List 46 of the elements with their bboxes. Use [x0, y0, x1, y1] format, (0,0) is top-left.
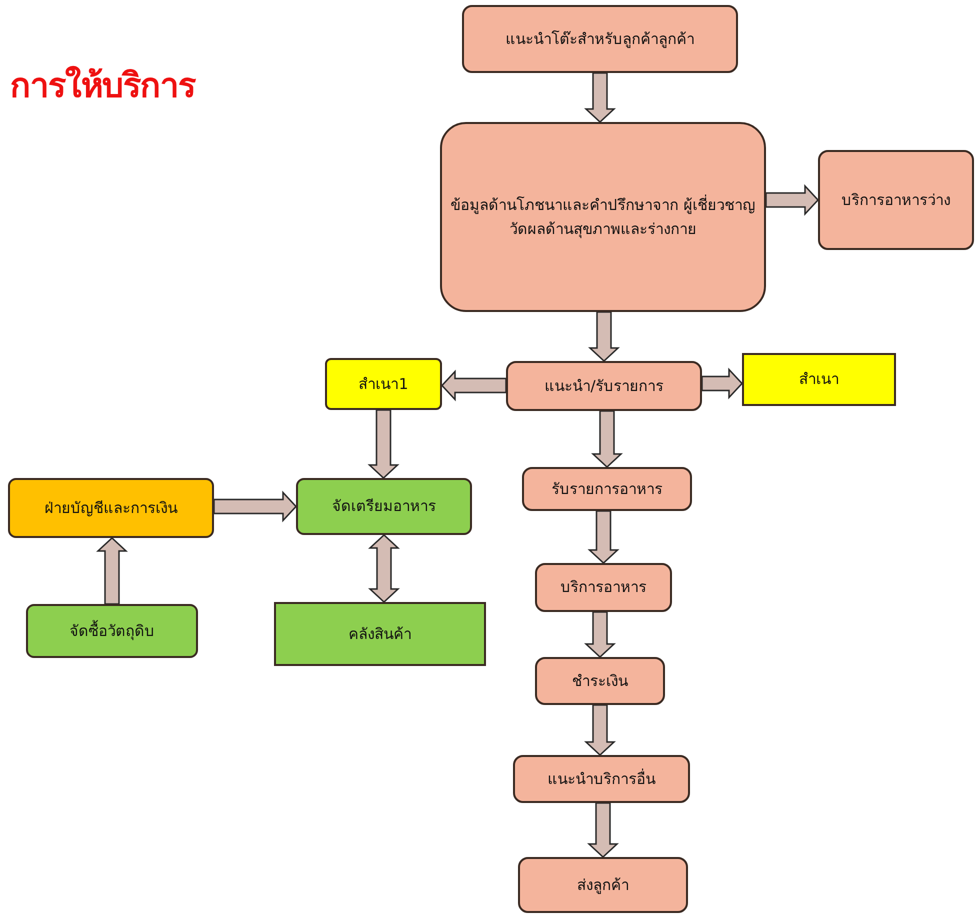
process-box — [522, 467, 692, 511]
process-box — [535, 657, 665, 705]
process-box — [26, 604, 198, 658]
block-arrow — [701, 368, 744, 400]
box-text: แนะนำบริการอื่น — [548, 768, 656, 790]
block-arrow — [587, 802, 619, 858]
block-arrow — [368, 534, 400, 604]
process-box — [742, 353, 896, 406]
box-text: สำเนา1 — [358, 374, 408, 394]
block-arrow — [765, 184, 820, 216]
process-box — [440, 122, 766, 312]
box-text: ฝ่ายบัญชีและการเงิน — [44, 498, 178, 518]
process-box — [274, 602, 486, 666]
box-text: ส่งลูกค้า — [577, 874, 629, 896]
process-box — [513, 755, 690, 803]
block-arrow — [440, 370, 507, 402]
process-box — [325, 358, 442, 410]
block-arrow — [213, 490, 298, 522]
process-box — [818, 150, 974, 250]
block-arrow — [96, 536, 128, 605]
box-text: บริการอาหาร — [560, 577, 646, 598]
process-box — [462, 5, 738, 73]
box-text: จัดซื้อวัตถุดิบ — [70, 620, 154, 642]
box-text: ข้อมูลด้านโภชนาและคำปรึกษาจาก ผู้เชี่ยวชาญ — [450, 194, 756, 215]
box-text: ชำระเงิน — [572, 670, 628, 692]
block-arrow — [584, 72, 616, 124]
box-text: คลังสินค้า — [348, 624, 412, 644]
block-arrow — [591, 410, 623, 468]
box-text: จัดเตรียมอาหาร — [332, 496, 436, 517]
process-box — [518, 857, 688, 913]
block-arrow — [588, 510, 620, 564]
block-arrow — [584, 704, 616, 756]
process-box — [535, 563, 672, 612]
process-box — [8, 478, 214, 538]
process-box — [296, 478, 472, 535]
box-text: รับรายการอาหาร — [552, 478, 662, 500]
block-arrow — [368, 409, 400, 480]
box-text: แนะนำ/รับรายการ — [544, 376, 664, 396]
process-box — [506, 361, 702, 411]
block-arrow — [588, 311, 620, 362]
block-arrow — [584, 611, 616, 658]
box-text: สำเนา — [799, 369, 839, 390]
box-text: แนะนำโต๊ะสำหรับลูกค้าลูกค้า — [506, 28, 694, 50]
box-text: วัดผลด้านสุขภาพและร่างกาย — [510, 219, 696, 240]
box-text: บริการอาหารว่าง — [842, 190, 950, 210]
title: การให้บริการ — [10, 64, 195, 108]
